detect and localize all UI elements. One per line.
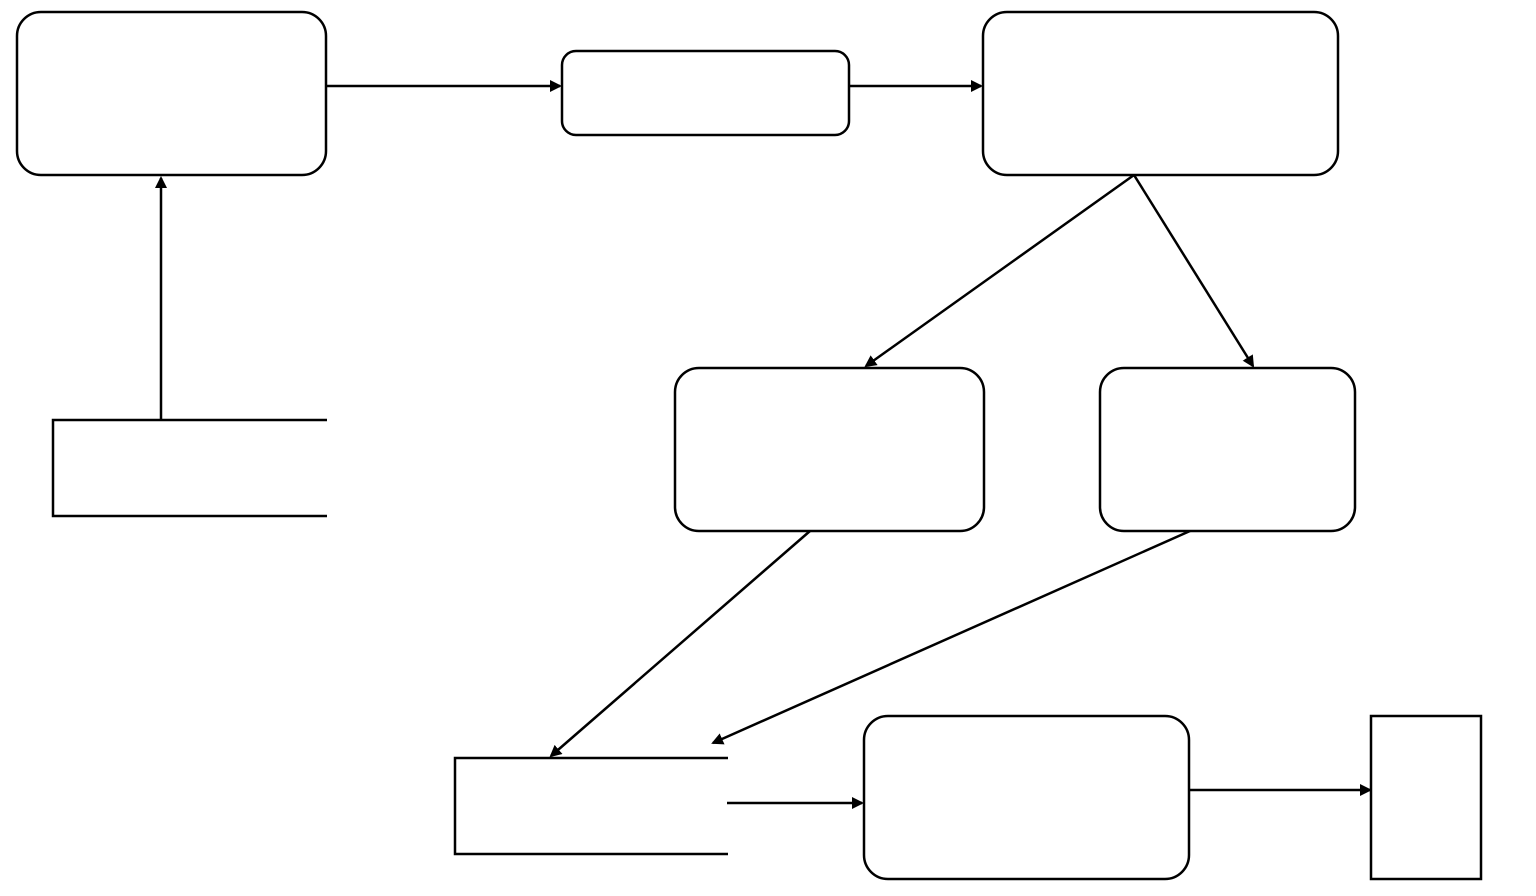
process-4 (673, 366, 986, 533)
external-entity-1-box (1369, 714, 1483, 881)
edge-process-3-to-process-5 (1132, 174, 1255, 368)
process-3-box (981, 10, 1340, 177)
process-5 (1098, 366, 1357, 533)
process-1 (15, 10, 328, 177)
edges (155, 80, 1372, 809)
external-entity-1 (1369, 714, 1483, 881)
process-5-box (1098, 366, 1357, 533)
process-2-box (560, 49, 851, 137)
edge-process-5-to-data-store-2 (711, 529, 1191, 745)
process-6 (862, 714, 1191, 881)
process-6-box (862, 714, 1191, 881)
process-2 (560, 49, 851, 137)
process-1-box (15, 10, 328, 177)
process-3 (981, 10, 1340, 177)
edge-process-4-to-data-store-2 (549, 530, 811, 758)
data-store-1 (51, 418, 327, 518)
process-4-box (673, 366, 986, 533)
data-store-2-outline (453, 756, 728, 856)
data-store-1-outline (51, 418, 327, 518)
data-store-2 (453, 756, 728, 856)
edge-process-3-to-process-4 (864, 173, 1135, 368)
